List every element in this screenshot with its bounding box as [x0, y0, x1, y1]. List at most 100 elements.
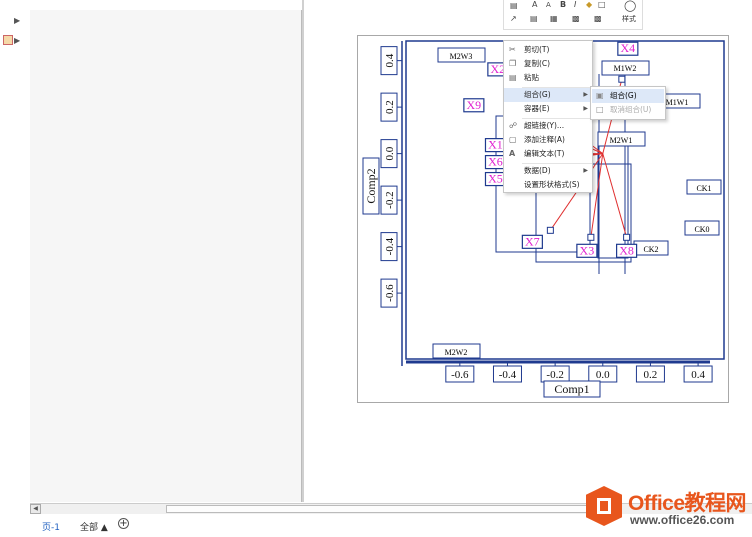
copy-icon: ❐	[509, 59, 517, 68]
italic-icon[interactable]: I	[574, 0, 577, 9]
bring-forward-icon[interactable]: ▩	[572, 14, 580, 23]
scroll-thumb[interactable]	[166, 505, 606, 513]
logo-title: Office教程网	[628, 492, 747, 515]
font-size-down-icon[interactable]: A	[546, 1, 551, 9]
submenu-item-ungroup[interactable]: □取消组合(U)	[592, 103, 664, 117]
group-label-m2w3: M2W3	[437, 47, 486, 63]
svg-text:X1: X1	[488, 138, 503, 152]
svg-text:X3: X3	[580, 243, 595, 257]
send-backward-icon[interactable]: ▩	[594, 14, 602, 23]
x-tick-label: -0.2	[540, 362, 570, 383]
x-tick-label: 0.4	[683, 362, 713, 383]
menu-item-hyperlink[interactable]: ☍超链接(Y)...	[504, 119, 592, 133]
outline-icon[interactable]: □	[598, 0, 606, 9]
y-axis-label: Comp2	[364, 168, 378, 203]
fill-icon[interactable]: ◆	[586, 0, 593, 9]
x-tick-label: 0.2	[635, 362, 665, 383]
point-x4[interactable]: X4	[617, 41, 639, 83]
svg-text:X8: X8	[619, 243, 634, 257]
submenu-arrow-icon: ▶	[583, 167, 588, 174]
paste-icon: ▤	[509, 73, 517, 82]
svg-text:-0.2: -0.2	[546, 369, 563, 381]
group-label-m2w2: M2W2	[432, 343, 481, 359]
svg-text:0.2: 0.2	[644, 369, 658, 381]
add-page-button[interactable]: +	[118, 518, 129, 529]
shapes-pane: ▶ ▶	[0, 0, 30, 500]
group-label-ck1: CK1	[686, 179, 722, 195]
x-tick-label: -0.6	[445, 362, 475, 383]
align-icon[interactable]: ▤	[530, 14, 538, 23]
position-icon[interactable]: ▦	[550, 14, 558, 23]
svg-text:X5: X5	[488, 172, 503, 186]
svg-text:CK0: CK0	[694, 225, 709, 234]
loading-arrow	[602, 153, 628, 238]
menu-separator	[522, 118, 592, 119]
menu-separator	[522, 163, 592, 164]
horizontal-scrollbar[interactable]: ◀	[30, 503, 752, 514]
menu-item-add-comment[interactable]: ▢添加注释(A)	[504, 133, 592, 147]
chevron-right-icon[interactable]: ▶	[14, 16, 21, 25]
svg-text:-0.4: -0.4	[499, 369, 517, 381]
menu-item-paste[interactable]: ▤粘贴	[504, 71, 592, 85]
x-axis-title: Comp1	[543, 380, 601, 398]
group-submenu[interactable]: ▣组合(G) □取消组合(U)	[590, 86, 666, 120]
point-x3[interactable]: X3	[576, 233, 598, 258]
office-logo-icon	[586, 486, 622, 526]
svg-text:-0.4: -0.4	[384, 237, 396, 255]
bold-icon[interactable]: B	[560, 0, 567, 9]
page-tabs-bar: 页-1 全部 ▲ +	[0, 514, 752, 537]
menu-item-group[interactable]: 组合(G)▶	[504, 88, 592, 102]
menu-item-data[interactable]: 数据(D)▶	[504, 164, 592, 178]
hyperlink-icon: ☍	[509, 121, 518, 130]
menu-item-cut[interactable]: ✂剪切(T)	[504, 43, 592, 57]
shape-icon[interactable]	[3, 35, 13, 45]
submenu-arrow-icon: ▶	[583, 105, 588, 112]
y-axis-ticks: 0.40.20.0-0.2-0.4-0.6	[380, 46, 402, 308]
text-edit-icon: A	[509, 149, 516, 158]
context-menu[interactable]: ✂剪切(T) ❐复制(C) ▤粘贴 组合(G)▶ 容器(E)▶ ☍超链接(Y).…	[503, 40, 593, 193]
scroll-left-button[interactable]: ◀	[30, 504, 41, 514]
watermark-logo: Office教程网 www.office26.com	[586, 484, 752, 532]
svg-text:0.0: 0.0	[596, 369, 610, 381]
svg-text:-0.6: -0.6	[384, 284, 396, 302]
menu-item-container[interactable]: 容器(E)▶	[504, 102, 592, 116]
y-tick-label: -0.6	[380, 278, 402, 308]
point-x7[interactable]: X7	[521, 226, 554, 249]
svg-text:X9: X9	[467, 98, 482, 112]
menu-item-format-shape[interactable]: 设置形状格式(S)	[524, 180, 580, 189]
group-icon: ▣	[596, 91, 604, 100]
page-margin-area	[30, 10, 302, 502]
caret-up-icon: ▲	[100, 523, 108, 533]
x-tick-label: 0.0	[588, 362, 618, 383]
mini-toolbar: ▤ A A B I ◆ □ ↗ ▤ ▦ ▩ ▩ ◯ 样式	[503, 0, 643, 30]
svg-text:X6: X6	[488, 155, 503, 169]
scissors-icon: ✂	[509, 45, 516, 54]
submenu-item-group[interactable]: ▣组合(G)	[592, 89, 664, 103]
point-x8[interactable]: X8	[616, 233, 638, 258]
menu-separator	[522, 87, 592, 88]
x-axis-ticks: -0.6 -0.4 -0.2 0.0 0.2 0.4	[445, 362, 713, 383]
svg-text:0.0: 0.0	[384, 146, 396, 160]
chevron-right-icon[interactable]: ▶	[14, 36, 21, 45]
y-tick-label: 0.0	[380, 139, 402, 169]
y-tick-label: 0.4	[380, 46, 402, 76]
svg-text:M2W1: M2W1	[610, 136, 633, 145]
svg-text:CK1: CK1	[696, 184, 711, 193]
text-box-icon[interactable]: ▤	[510, 1, 518, 10]
menu-item-copy[interactable]: ❐复制(C)	[504, 57, 592, 71]
svg-text:CK2: CK2	[643, 245, 658, 254]
y-tick-label: 0.2	[380, 92, 402, 122]
tab-page-1[interactable]: 页-1	[42, 523, 60, 533]
shape-style-icon[interactable]: ◯	[624, 0, 637, 12]
svg-text:M1W2: M1W2	[614, 64, 637, 73]
tab-all-pages[interactable]: 全部 ▲	[80, 523, 108, 533]
comment-icon: ▢	[509, 135, 517, 144]
font-size-up-icon[interactable]: A	[532, 0, 538, 9]
connector-icon[interactable]: ↗	[510, 14, 517, 23]
submenu-arrow-icon: ▶	[583, 91, 588, 98]
group-label-m1w2: M1W2	[601, 60, 650, 76]
style-label[interactable]: 样式	[622, 15, 636, 23]
svg-text:0.4: 0.4	[691, 369, 705, 381]
